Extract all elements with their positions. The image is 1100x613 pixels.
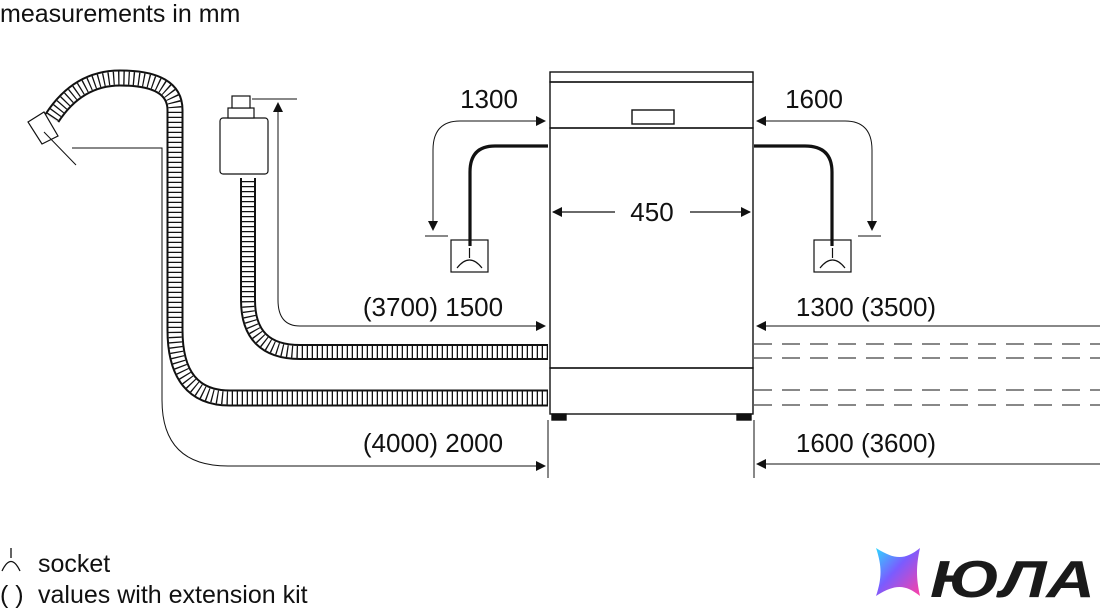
inlet-dimension-left bbox=[252, 98, 546, 331]
socket-symbol-icon bbox=[1, 548, 21, 572]
inlet-hose bbox=[240, 178, 548, 360]
logo-mark-icon bbox=[876, 548, 920, 596]
left-top-label: 1300 bbox=[460, 84, 518, 114]
dishwasher-outline bbox=[549, 71, 754, 421]
logo-wordmark: ЮЛА bbox=[930, 551, 1095, 608]
right-top-label: 1600 bbox=[785, 84, 843, 114]
legend-paren-label: values with extension kit bbox=[38, 581, 308, 608]
right-mid-label: 1300 (3500) bbox=[796, 292, 936, 322]
drain-hose bbox=[27, 69, 548, 407]
power-cables bbox=[468, 144, 834, 246]
units-note: measurements in mm bbox=[0, 0, 240, 28]
socket-right-icon bbox=[813, 239, 852, 273]
socket-left-icon bbox=[450, 239, 489, 273]
width-label: 450 bbox=[630, 197, 673, 227]
cable-dimension-left bbox=[425, 116, 546, 237]
cable-dimension-right bbox=[756, 116, 881, 237]
legend-paren-symbol: ( ) bbox=[0, 581, 24, 608]
left-bottom-label: (4000) 2000 bbox=[363, 428, 503, 458]
aquastop-valve-icon bbox=[219, 95, 269, 175]
left-mid-label: (3700) 1500 bbox=[363, 292, 503, 322]
drain-dimension-left bbox=[43, 131, 546, 471]
extension-lines bbox=[547, 420, 755, 478]
right-hose-routes bbox=[754, 343, 1100, 406]
legend-socket-label: socket bbox=[38, 550, 110, 578]
right-bottom-label: 1600 (3600) bbox=[796, 428, 936, 458]
